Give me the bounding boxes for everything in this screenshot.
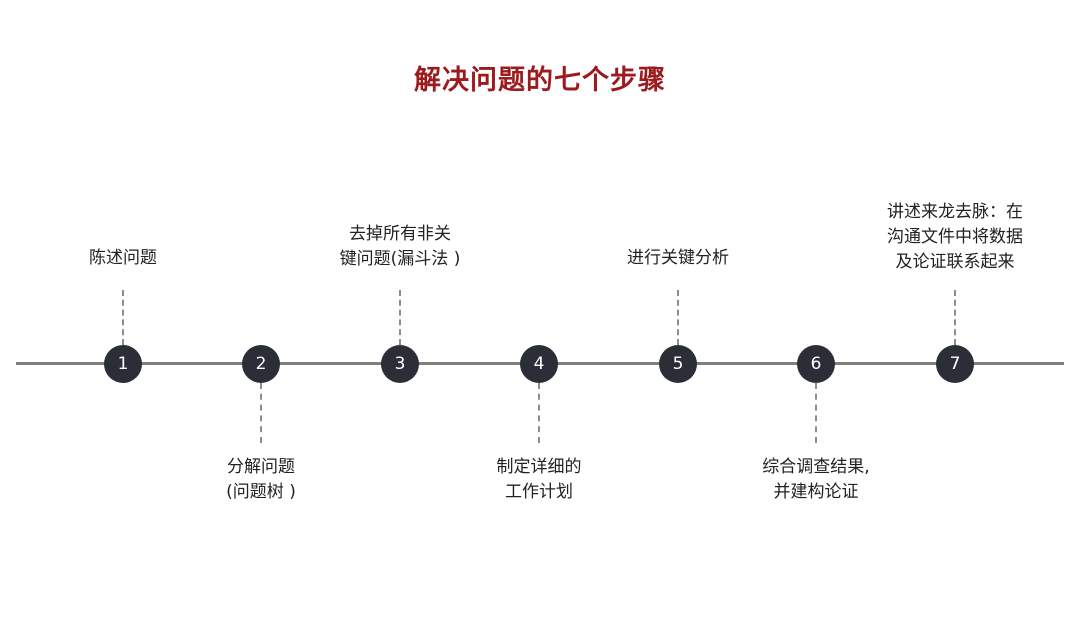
step-label-7: 讲述来龙去脉：在 沟通文件中将数据 及论证联系起来 <box>860 200 1050 275</box>
step-4-line-2: 工作计划 <box>505 482 573 502</box>
step-1-line-1: 陈述问题 <box>89 248 157 268</box>
step-5-line-1: 进行关键分析 <box>627 248 729 268</box>
step-7-line-1: 讲述来龙去脉：在 <box>887 202 1023 222</box>
step-2-line-1: 分解问题 <box>227 457 295 477</box>
step-6-line-1: 综合调查结果, <box>762 457 870 477</box>
connector-4 <box>538 383 540 443</box>
connector-5 <box>677 290 679 345</box>
connector-1 <box>122 290 124 345</box>
step-7-line-2: 沟通文件中将数据 <box>887 227 1023 247</box>
step-node-3: 3 <box>381 345 419 383</box>
step-label-4: 制定详细的 工作计划 <box>444 455 634 505</box>
diagram-title: 解决问题的七个步骤 <box>414 65 666 96</box>
step-node-2: 2 <box>242 345 280 383</box>
step-label-3: 去掉所有非关 键问题(漏斗法 ) <box>305 222 495 272</box>
step-6-line-2: 并建构论证 <box>773 482 859 502</box>
step-3-line-1: 去掉所有非关 <box>349 224 451 244</box>
step-7-line-3: 及论证联系起来 <box>895 252 1015 272</box>
step-label-1: 陈述问题 <box>28 246 218 271</box>
step-2-line-2: (问题树 ) <box>226 482 296 502</box>
step-node-7: 7 <box>936 345 974 383</box>
connector-6 <box>815 383 817 443</box>
connector-7 <box>954 290 956 345</box>
step-node-5: 5 <box>659 345 697 383</box>
step-3-line-2: 键问题(漏斗法 ) <box>339 249 461 269</box>
step-node-6: 6 <box>797 345 835 383</box>
connector-2 <box>260 383 262 443</box>
connector-3 <box>399 290 401 345</box>
step-label-5: 进行关键分析 <box>583 246 773 271</box>
step-label-6: 综合调查结果, 并建构论证 <box>721 455 911 505</box>
step-node-1: 1 <box>104 345 142 383</box>
step-label-2: 分解问题 (问题树 ) <box>166 455 356 505</box>
step-node-4: 4 <box>520 345 558 383</box>
step-4-line-1: 制定详细的 <box>496 457 582 477</box>
